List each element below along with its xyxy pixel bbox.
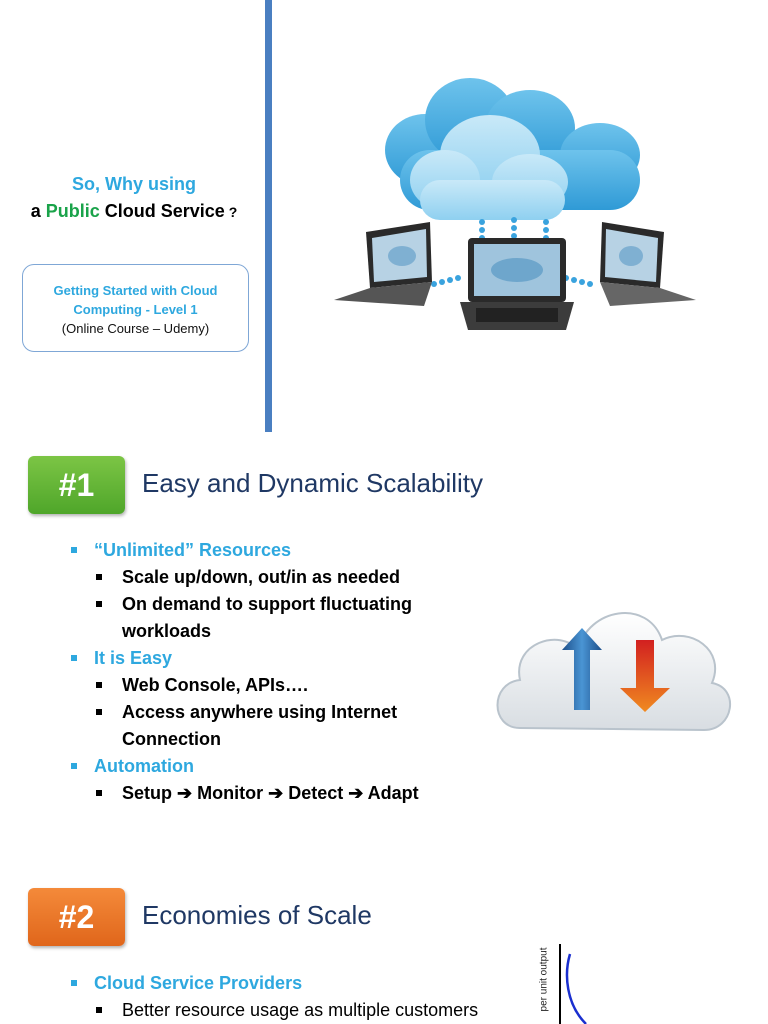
cost-curve-chart <box>559 944 587 1024</box>
chart-ylabel-container: per unit output <box>536 944 556 1024</box>
slide-title-line2: a Public Cloud Service ? <box>30 201 238 221</box>
cloud-icon <box>385 78 640 220</box>
arrow-down-icon <box>620 640 670 712</box>
list-item: “Unlimited” Resources <box>66 537 496 564</box>
arrow-right-icon: ➔ <box>177 783 193 803</box>
slide-title-line1: So, Why using <box>71 174 197 194</box>
scaling-cloud-illustration <box>496 612 732 732</box>
course-title: Getting Started with Cloud Computing - L… <box>53 283 218 317</box>
laptop-center-icon <box>460 238 574 330</box>
slide2-bullet-list: “Unlimited” Resources Scale up/down, out… <box>66 537 496 807</box>
badge-number-2: #2 <box>28 888 125 946</box>
slide3-heading: Economies of Scale <box>142 900 372 930</box>
chart-ylabel: per unit output <box>538 947 550 1012</box>
list-item-workflow: Setup ➔ Monitor ➔ Detect ➔ Adapt <box>66 780 496 807</box>
list-item: Scale up/down, out/in as needed <box>66 564 496 591</box>
arrow-up-icon <box>562 628 602 710</box>
slide2-heading: Easy and Dynamic Scalability <box>142 468 484 498</box>
arrow-right-icon: ➔ <box>268 783 284 803</box>
cost-curve-line <box>565 953 587 1024</box>
badge-number-1: #1 <box>28 456 125 514</box>
course-info-box: Getting Started with Cloud Computing - L… <box>22 264 249 352</box>
cloud-network-illustration <box>334 78 696 330</box>
list-item: Better resource usage as multiple custom… <box>66 997 546 1024</box>
laptop-right-icon <box>600 222 696 306</box>
vertical-divider <box>265 0 272 432</box>
list-item: Cloud Service Providers <box>66 970 546 997</box>
list-item: It is Easy <box>66 645 496 672</box>
list-item: Web Console, APIs…. <box>66 672 496 699</box>
slide3-bullet-list: Cloud Service Providers Better resource … <box>66 970 546 1024</box>
cloud-icon <box>496 612 732 732</box>
list-item: Access anywhere using Internet Connectio… <box>66 699 442 753</box>
course-subtitle: (Online Course – Udemy) <box>61 321 210 336</box>
list-item: On demand to support fluctuating workloa… <box>66 591 462 645</box>
arrow-right-icon: ➔ <box>348 783 364 803</box>
laptop-left-icon <box>334 222 432 306</box>
list-item: Automation <box>66 753 496 780</box>
